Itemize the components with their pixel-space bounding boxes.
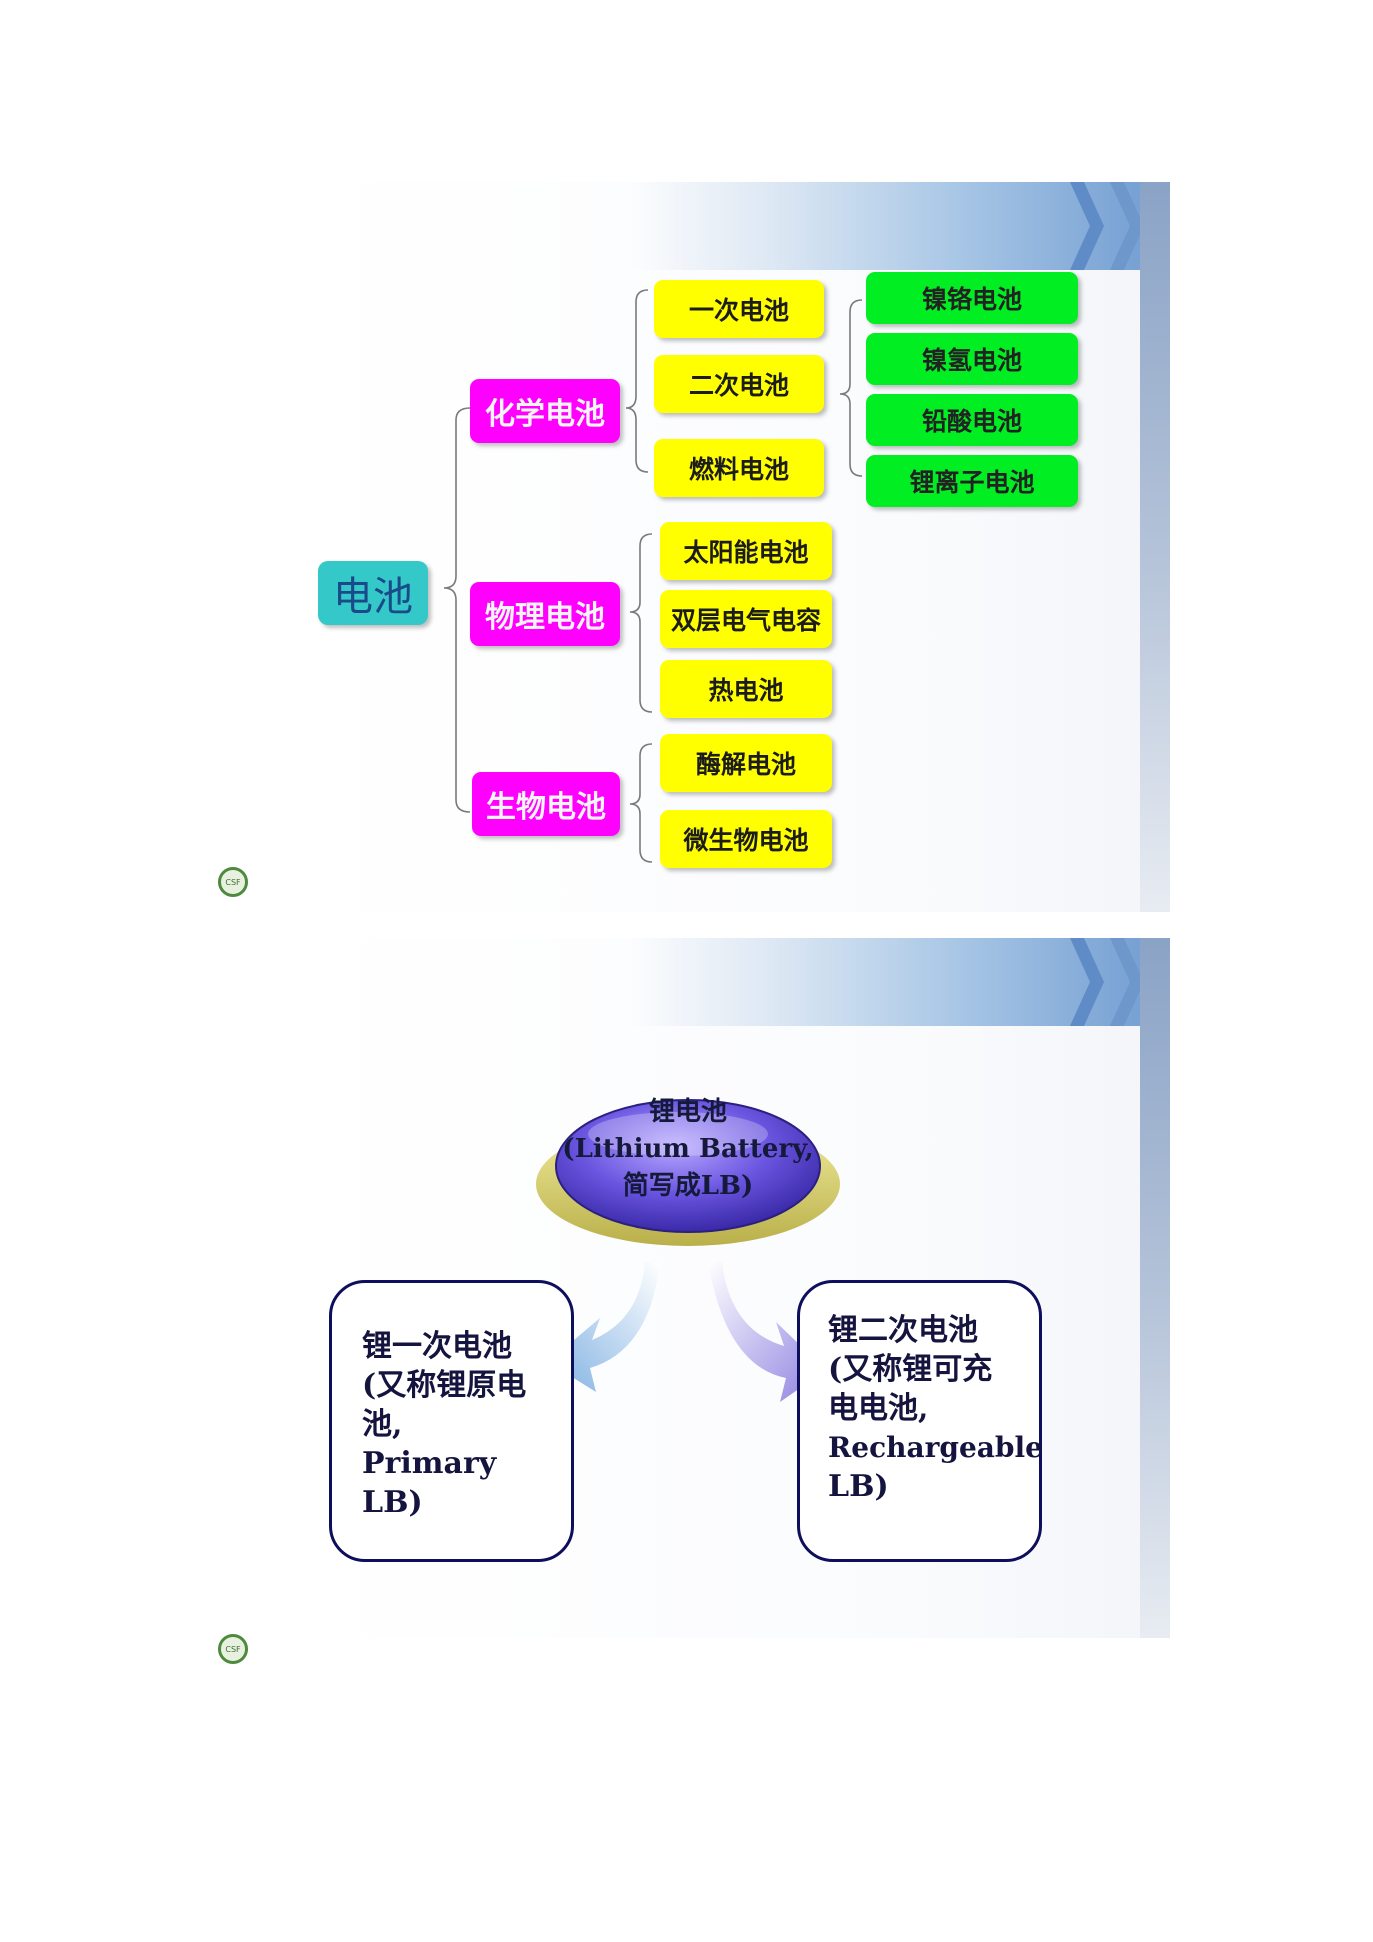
card-line: (又称锂原电 (362, 1368, 527, 1403)
center-line: 简写成LB) (622, 1171, 754, 1201)
category-chemical: 化学电池 (470, 379, 620, 443)
card-line: (又称锂可充 (828, 1352, 993, 1387)
left-arrow-icon (548, 1262, 660, 1392)
card-line: Rechargeable (828, 1431, 1043, 1464)
leaf-thermal-battery: 热电池 (660, 660, 832, 718)
chevron-decoration (1070, 182, 1104, 270)
center-line: 锂电池 (648, 1097, 727, 1127)
oval-disc-shape (536, 1099, 840, 1246)
card-primary-lithium: 锂一次电池 (又称锂原电 池, Primary LB) (329, 1280, 574, 1562)
category-physical: 物理电池 (470, 582, 620, 646)
chevron-decoration (1070, 938, 1104, 1026)
leaf-primary-battery: 一次电池 (654, 280, 824, 338)
card-line: 锂一次电池 (362, 1329, 512, 1364)
csf-logo-icon: CSF (218, 867, 248, 897)
card-line: 池, Primary (362, 1407, 497, 1481)
category-biological: 生物电池 (472, 772, 620, 836)
side-bar (1140, 938, 1170, 1638)
card-line: LB) (828, 1469, 889, 1504)
card-line: 电电池, (828, 1391, 929, 1426)
center-node-label: 锂电池 (Lithium Battery, 简写成LB) (528, 1094, 848, 1205)
csf-logo-icon: CSF (218, 1634, 248, 1664)
leaf-double-layer-capacitor: 双层电气电容 (660, 590, 832, 648)
leaf-microbial-battery: 微生物电池 (660, 810, 832, 868)
card-line: 锂二次电池 (828, 1313, 978, 1348)
leaf-solar-cell: 太阳能电池 (660, 522, 832, 580)
leaf-fuel-cell: 燃料电池 (654, 439, 824, 497)
chevron-decoration (1110, 182, 1144, 270)
center-line: (Lithium Battery, (562, 1134, 814, 1164)
leaf-nimh-battery: 镍氢电池 (866, 333, 1078, 385)
side-bar (1140, 182, 1170, 912)
leaf-lithium-ion-battery: 锂离子电池 (866, 455, 1078, 507)
lithium-battery-center-node: 锂电池 (Lithium Battery, 简写成LB) (528, 1082, 848, 1262)
leaf-lead-acid-battery: 铅酸电池 (866, 394, 1078, 446)
card-line: LB) (362, 1485, 423, 1520)
leaf-secondary-battery: 二次电池 (654, 355, 824, 413)
chevron-decoration (1110, 938, 1144, 1026)
right-arrow-icon (708, 1262, 826, 1402)
leaf-nicd-battery: 镍铬电池 (866, 272, 1078, 324)
leaf-enzyme-battery: 酶解电池 (660, 734, 832, 792)
card-rechargeable-lithium: 锂二次电池 (又称锂可充 电电池, Rechargeable LB) (797, 1280, 1043, 1562)
root-node-battery: 电池 (318, 561, 428, 625)
